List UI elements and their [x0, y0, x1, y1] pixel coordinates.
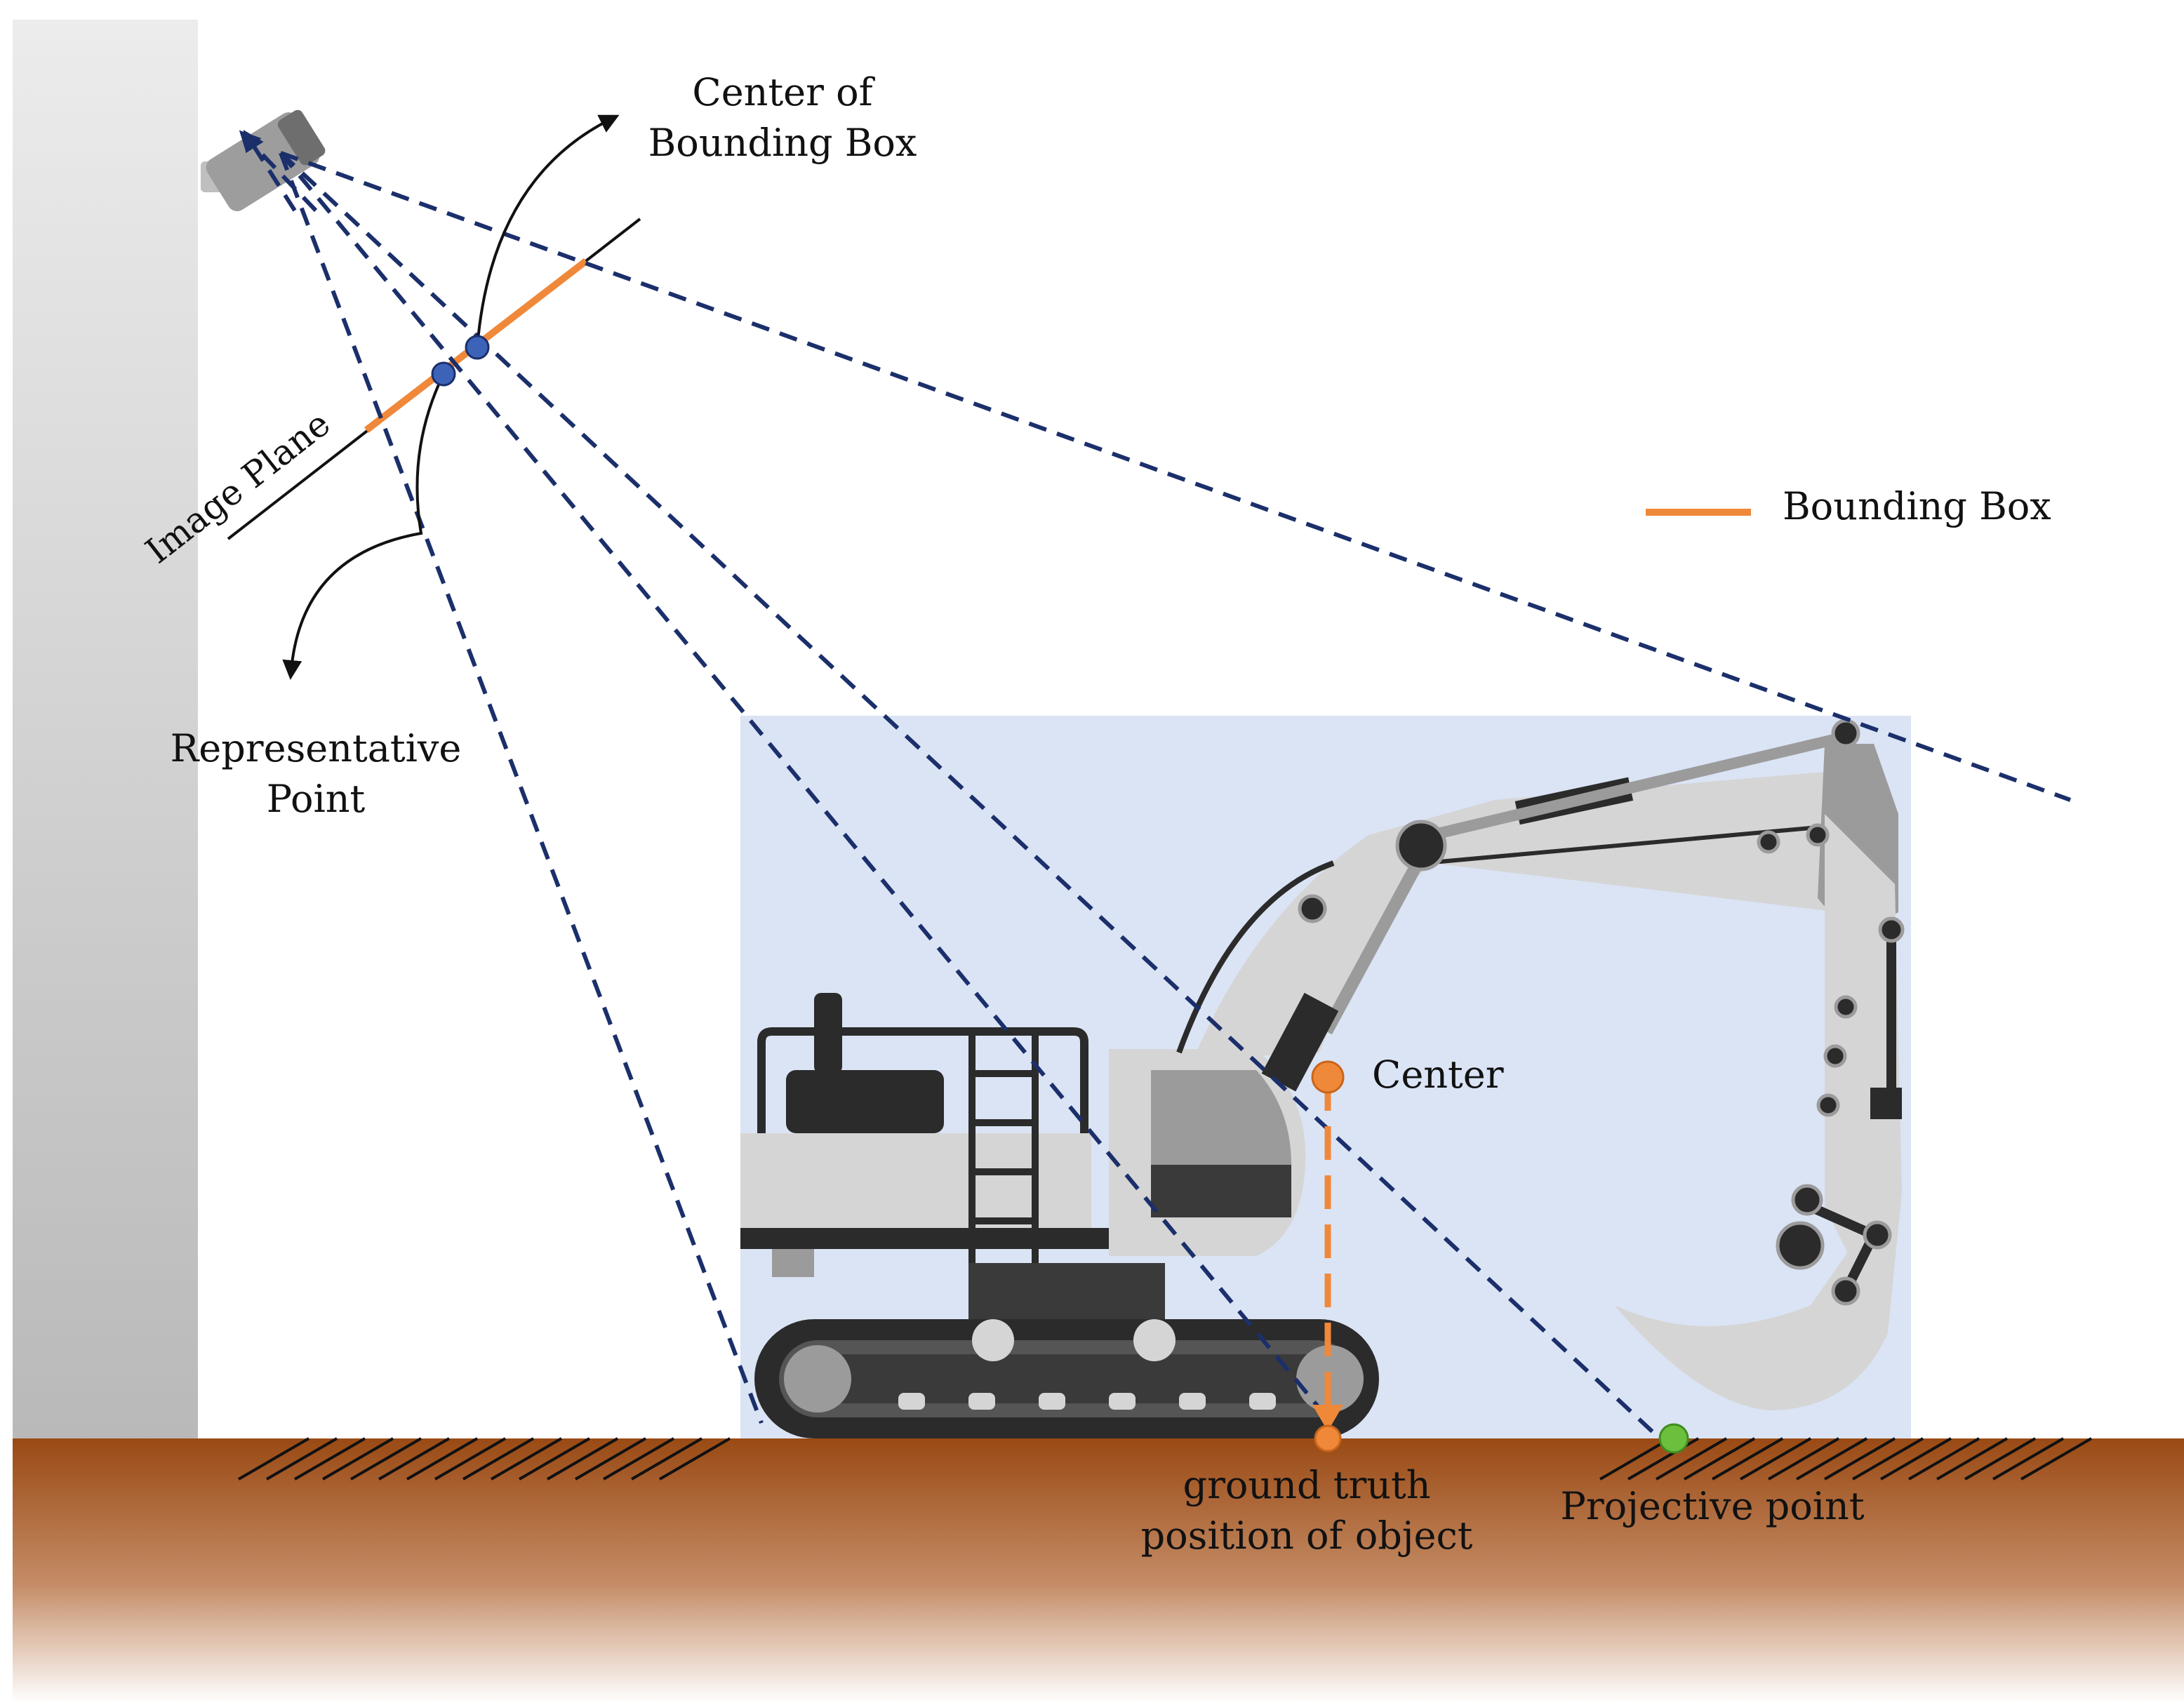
- center-of-bbox-label-line1: Center of: [692, 70, 875, 114]
- ground: [13, 1438, 2184, 1703]
- ground-hatching: [237, 1437, 2093, 1481]
- center-label: Center: [1372, 1053, 1504, 1097]
- projection-rays: [239, 129, 2072, 1441]
- representative-point-label-line1: Representative: [171, 726, 462, 770]
- center-marker: [1311, 1060, 1345, 1094]
- center-of-bbox-marker: [465, 335, 490, 360]
- legend-bbox-label: Bounding Box: [1783, 484, 2051, 528]
- center-of-bbox-pointer: [476, 114, 620, 348]
- ground-truth-label-line1: ground truth: [1183, 1463, 1431, 1507]
- representative-point-marker: [431, 361, 456, 387]
- ground-truth-label-line2: position of object: [1141, 1514, 1473, 1558]
- representative-point-label-line2: Point: [267, 777, 366, 821]
- ground-truth-marker: [1314, 1424, 1342, 1452]
- representative-point-pointer: [282, 373, 445, 680]
- camera-icon: [201, 109, 326, 212]
- projective-point-marker: [1658, 1423, 1689, 1454]
- center-of-bbox-label-line2: Bounding Box: [648, 121, 917, 165]
- wall: [13, 20, 198, 1438]
- center-drop-arrowhead: [1312, 1405, 1343, 1431]
- excavator-icon: [740, 719, 1905, 1438]
- projective-point-label: Projective point: [1560, 1484, 1864, 1528]
